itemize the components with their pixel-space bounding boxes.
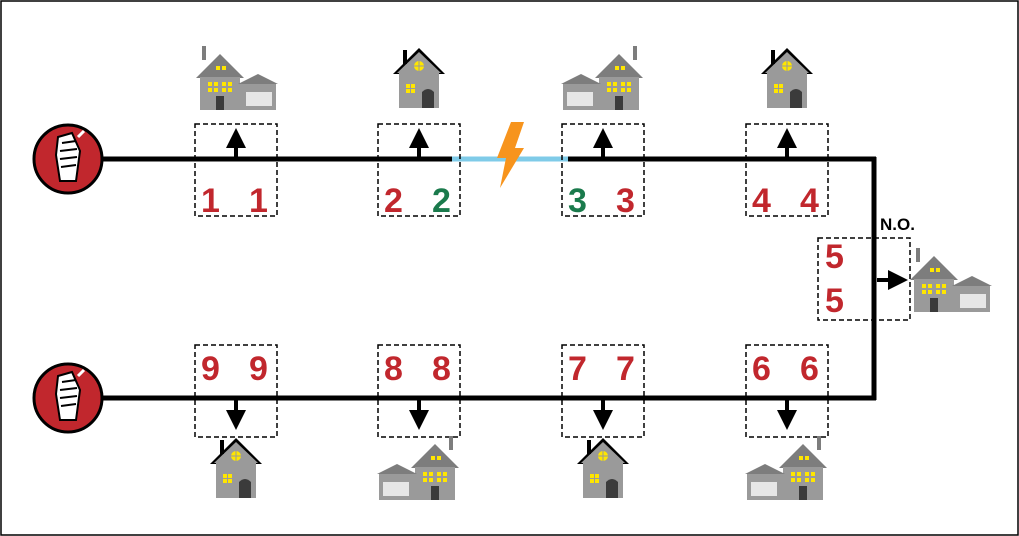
house-with-garage-left-icon xyxy=(377,436,459,500)
house-with-garage-left-icon xyxy=(745,436,827,500)
bottom-section-box xyxy=(745,344,829,438)
bottom-section-left-number: 9 xyxy=(201,350,220,388)
top-section-right-number: 1 xyxy=(249,182,268,220)
breaker-bottom-icon xyxy=(32,362,104,434)
switch-label: N.O. xyxy=(880,215,915,234)
small-house-icon xyxy=(392,47,446,109)
tie-point-box xyxy=(817,237,911,321)
bottom-section-box xyxy=(377,344,461,438)
top-section-right-number: 4 xyxy=(800,182,819,220)
top-section-box xyxy=(194,123,278,217)
small-house-icon xyxy=(760,47,814,109)
top-section-left-number: 3 xyxy=(568,182,587,220)
bottom-section-left-number: 7 xyxy=(568,350,587,388)
small-house-icon xyxy=(576,437,630,499)
top-section-left-number: 4 xyxy=(752,182,771,220)
bottom-section-left-number: 6 xyxy=(752,350,771,388)
top-section-box xyxy=(561,123,645,217)
top-section-right-number: 3 xyxy=(616,182,635,220)
top-section-box xyxy=(377,123,461,217)
top-section-left-number: 1 xyxy=(201,182,220,220)
top-section-right-number: 2 xyxy=(432,182,451,220)
top-section-left-number: 2 xyxy=(384,182,403,220)
house-with-garage-right-icon xyxy=(910,248,992,312)
bottom-section-left-number: 8 xyxy=(384,350,403,388)
lightning-icon xyxy=(497,122,524,188)
bottom-section-right-number: 9 xyxy=(249,350,268,388)
bottom-section-right-number: 8 xyxy=(432,350,451,388)
bottom-section-box xyxy=(561,344,645,438)
house-with-garage-left-icon xyxy=(561,46,643,110)
house-with-garage-right-icon xyxy=(196,46,278,110)
bottom-section-right-number: 6 xyxy=(800,350,819,388)
small-house-icon xyxy=(209,437,263,499)
top-section-box xyxy=(745,123,829,217)
tie-number-bottom: 5 xyxy=(825,282,844,320)
tie-number-top: 5 xyxy=(825,238,844,276)
bottom-section-box xyxy=(194,344,278,438)
breaker-top-icon xyxy=(32,123,104,195)
bottom-section-right-number: 7 xyxy=(616,350,635,388)
